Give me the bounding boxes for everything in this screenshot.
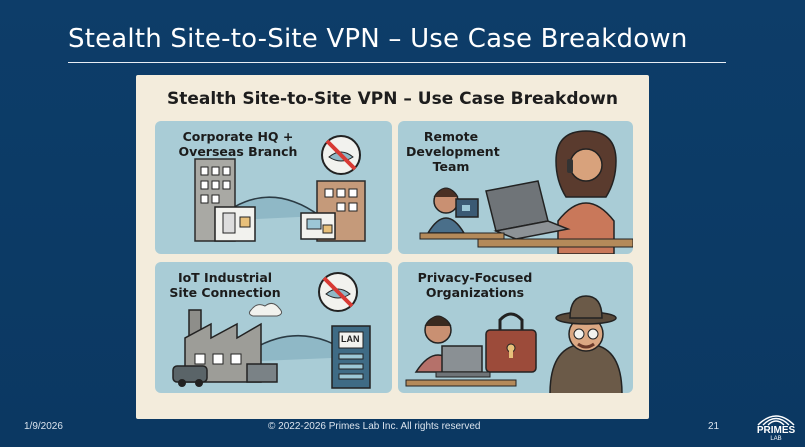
footer-copyright: © 2022-2026 Primes Lab Inc. All rights r… [268,421,481,432]
server-rack-icon [331,325,371,389]
primes-lab-logo: PRIMES LAB [752,409,800,445]
slide-title: Stealth Site-to-Site VPN – Use Case Brea… [68,24,688,54]
laptop-icon [485,180,571,240]
building-icon [316,180,366,242]
logo-text: PRIMES [756,425,796,436]
logo-subtext: LAB [770,436,782,442]
illustration-title: Stealth Site-to-Site VPN – Use Case Brea… [166,89,618,109]
no-tracking-icon [318,272,358,312]
lan-label: LAN [341,334,360,344]
no-tracking-icon [321,135,361,175]
corporate-illustration [194,135,366,242]
footer-date: 1/9/2026 [24,421,63,432]
remote-dev-illustration [419,130,633,254]
use-case-card-iot: LAN IoT Industrial Site Connection [155,262,392,393]
title-divider [68,62,726,63]
spy-icon [549,295,623,393]
card-label-corporate: Corporate HQ + Overseas Branch [178,129,298,159]
iot-illustration [172,272,371,389]
use-case-card-corporate: Corporate HQ + Overseas Branch [155,121,392,254]
use-case-card-privacy: Privacy-Focused Organizations [398,262,633,393]
card-label-privacy: Privacy-Focused Organizations [417,270,533,300]
laptop-icon [435,345,491,378]
card-label-remote-dev: Remote Development Team [406,129,500,174]
footer-page-number: 21 [708,421,720,432]
card-label-iot: IoT Industrial Site Connection [169,270,281,300]
headset-icon [555,130,617,198]
privacy-illustration [405,295,623,393]
use-case-card-remote-dev: Remote Development Team [398,121,633,254]
illustration-panel: Stealth Site-to-Site VPN – Use Case Brea… [136,75,649,419]
logo-arc-icon [757,415,795,426]
padlock-icon [485,312,537,373]
